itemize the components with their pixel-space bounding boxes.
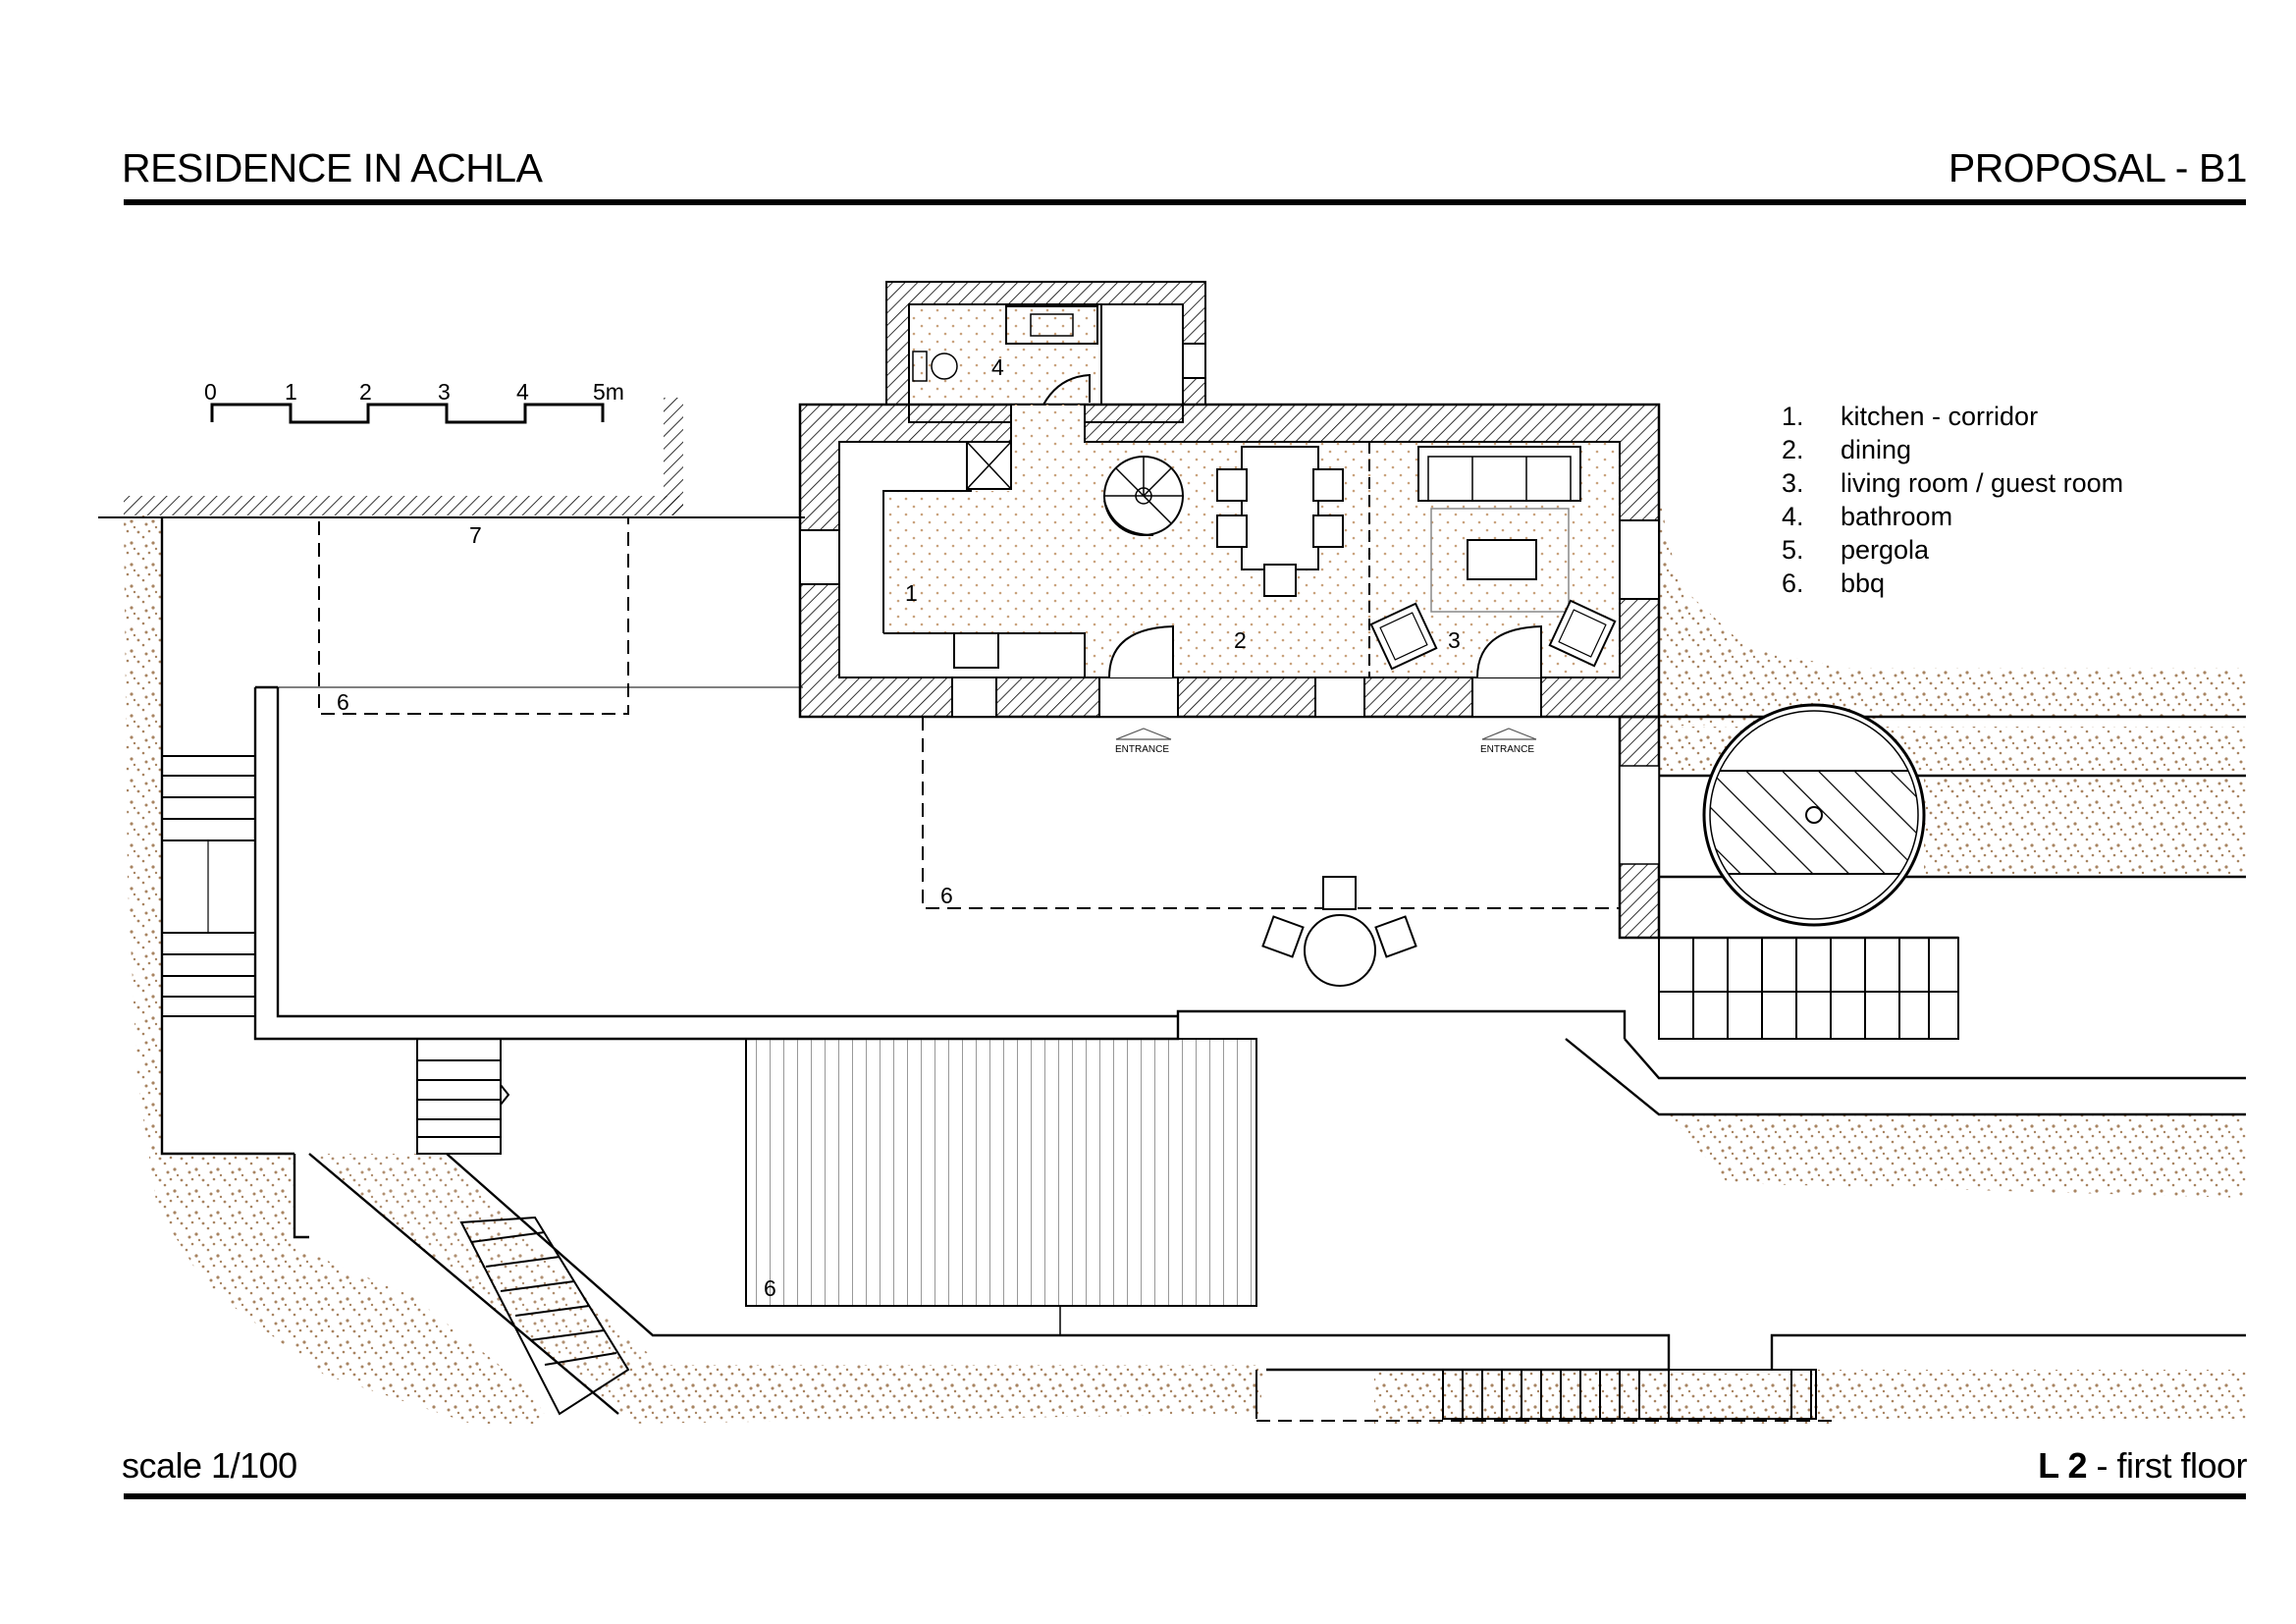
outdoor-table [1261,876,1417,987]
scale-tick-3: 3 [438,379,451,405]
room-label-living: 3 [1448,627,1461,653]
retaining-wall [98,398,805,518]
legend-item: 3. living room / guest room [1782,466,2123,500]
legend-label: bbq [1841,568,1886,598]
stairs-lower [416,1038,510,1155]
legend-num: 3. [1782,468,1804,498]
legend-label: kitchen - corridor [1841,402,2039,431]
room-label-bbq-2: 6 [940,883,953,908]
room-label-bathroom: 4 [991,354,1004,380]
legend-item: 2. dining [1782,433,2123,466]
legend-item: 6. bbq [1782,567,2123,600]
project-title: RESIDENCE IN ACHLA [122,145,543,190]
level-name: - first floor [2086,1445,2247,1486]
room-label-bbq-3: 6 [764,1275,776,1301]
proposal-label: PROPOSAL - B1 [1948,145,2248,190]
legend-num: 1. [1782,402,1804,431]
room-label-bbq-1: 6 [337,689,349,715]
scale-tick-2: 2 [359,379,372,405]
entrance-markers [1115,728,1537,740]
bottom-steps [1255,1369,1836,1422]
scale-bar [210,403,605,424]
legend-item: 4. bathroom [1782,500,2123,533]
stairs-left [161,755,256,1017]
legend-item: 5. pergola [1782,533,2123,567]
stairs-diagonal [459,1216,630,1416]
footer-rule [124,1493,2246,1499]
entrance-label-2: ENTRANCE [1480,744,1534,755]
level-code: L 2 [2038,1445,2087,1486]
scale-tick-4: 4 [516,379,529,405]
legend-label: living room / guest room [1841,468,2124,498]
scale-label: scale 1/100 [122,1445,297,1486]
legend-label: dining [1841,435,1912,464]
header-rule [124,199,2246,205]
scale-tick-0: 0 [204,379,217,405]
house [798,403,1661,940]
room-label-kitchen: 1 [905,580,918,606]
level-label: L 2 - first floor [2038,1445,2247,1487]
room-legend: 1. kitchen - corridor 2. dining 3. living r… [1782,400,2123,600]
pergola-slats [745,1038,1257,1307]
legend-item: 1. kitchen - corridor [1782,400,2123,433]
legend-label: pergola [1841,535,1930,565]
cistern [1702,703,1926,927]
entrance-label-1: ENTRANCE [1115,744,1169,755]
scale-tick-5m: 5m [593,379,624,405]
scale-tick-1: 1 [285,379,297,405]
legend-num: 6. [1782,568,1804,598]
room-label-7: 7 [469,522,482,548]
legend-num: 4. [1782,502,1804,531]
legend-label: bathroom [1841,502,1953,531]
room-label-dining: 2 [1234,627,1247,653]
stairs-right [1658,937,1959,1040]
legend-num: 5. [1782,535,1804,565]
terrain [124,496,2246,1424]
legend-num: 2. [1782,435,1804,464]
dashed-areas [318,516,1621,909]
